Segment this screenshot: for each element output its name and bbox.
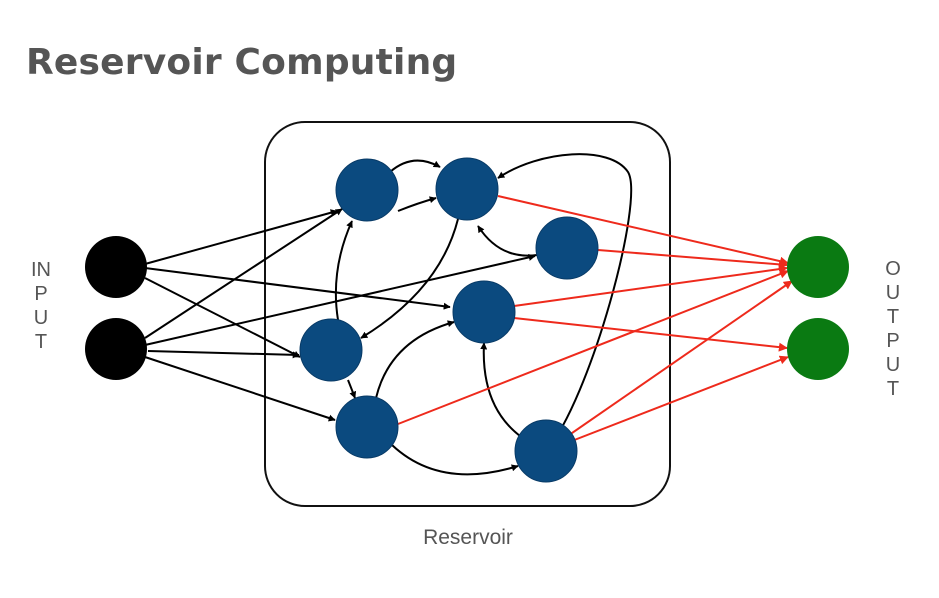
edge-r3-o1 (597, 249, 788, 269)
edge-r7-o1 (545, 280, 793, 452)
input-label: INPUT (31, 259, 51, 353)
edge-r3-r2 (477, 225, 538, 257)
edge-r7-o2 (545, 355, 789, 452)
edge-r4-o1 (513, 264, 788, 307)
input-node (85, 318, 147, 380)
page-title: Reservoir Computing (26, 42, 458, 83)
input-node (85, 236, 147, 298)
edge-r7-r2 (497, 153, 633, 452)
reservoir-node (335, 158, 399, 222)
output-label: OUTPUT (885, 258, 901, 400)
edge-r6-o1 (397, 269, 789, 425)
output-nodes (787, 236, 849, 380)
reservoir-box (264, 121, 671, 507)
output-node (787, 318, 849, 380)
edge-r2-o1 (497, 195, 789, 266)
edge-r4-o2 (513, 317, 788, 352)
edge-r1-r2-top (389, 159, 441, 173)
reservoir-label: Reservoir (423, 526, 513, 549)
reservoir-nodes (299, 157, 599, 483)
edge-i1-r1 (144, 209, 338, 265)
edge-i2-r5 (147, 350, 300, 359)
reservoir-node (435, 157, 499, 221)
edge-i2-r1 (144, 208, 343, 339)
edge-r2-r5 (360, 218, 459, 339)
edge-r6-r7 (391, 444, 519, 476)
edge-r6-r4 (375, 320, 455, 399)
reservoir-node (535, 216, 599, 280)
edge-r5-r6 (347, 379, 357, 399)
edge-i1-r4 (144, 267, 451, 310)
input-nodes (85, 236, 147, 380)
edge-i2-r3 (144, 253, 536, 346)
input-edges (144, 208, 536, 422)
reservoir-node (335, 395, 399, 459)
edge-i1-r5 (144, 277, 301, 358)
edge-i2-r6 (144, 356, 336, 422)
output-node (787, 236, 849, 298)
readout-edges (397, 195, 793, 452)
reservoir-node (452, 280, 516, 344)
edge-r1-r2-bottom (397, 196, 437, 212)
reservoir-node (514, 419, 578, 483)
reservoir-node (299, 318, 363, 382)
edge-r5-r1 (334, 220, 353, 321)
